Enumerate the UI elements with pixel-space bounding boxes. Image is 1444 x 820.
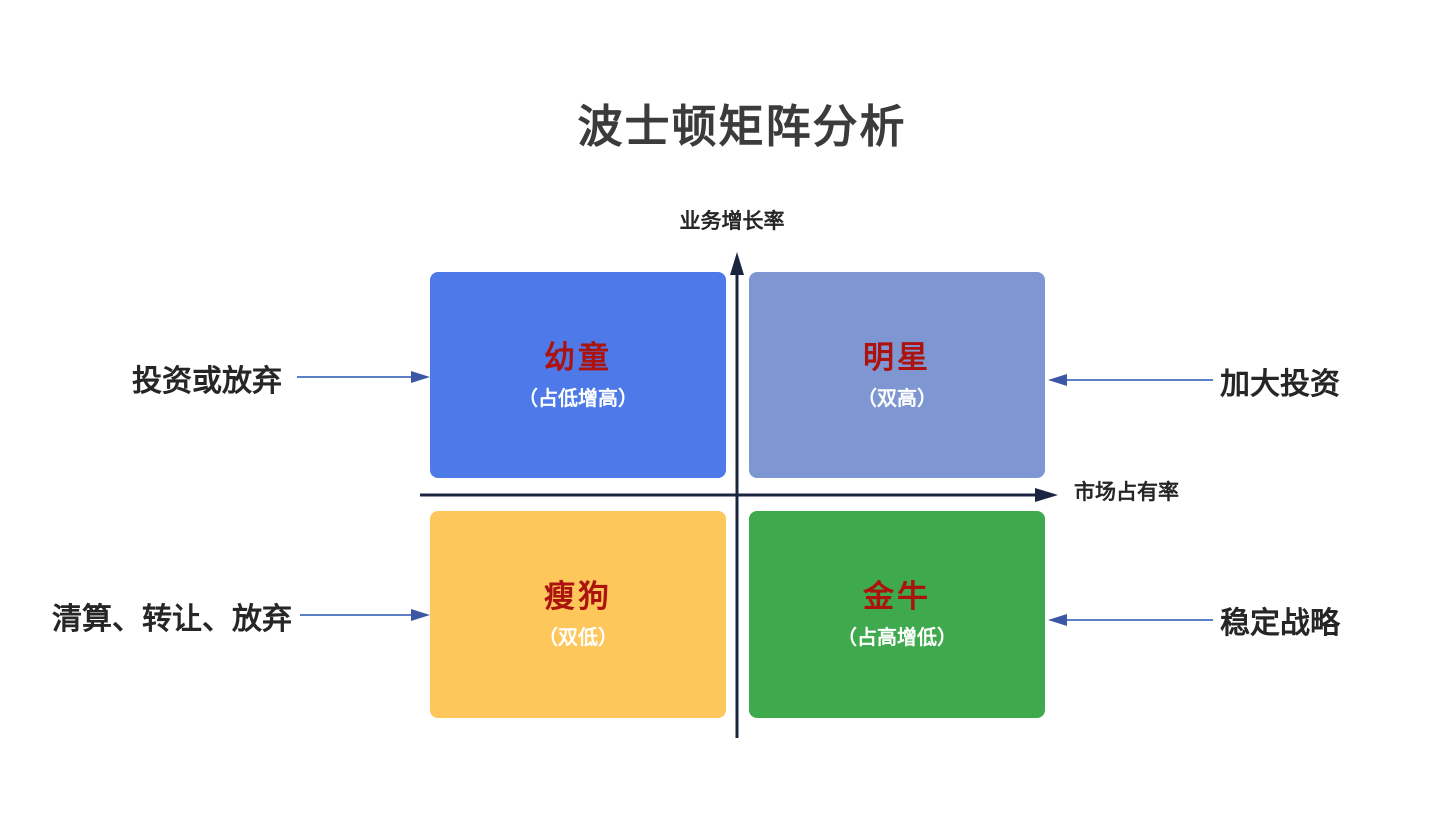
- quadrant-cash-cows-title: 金牛: [863, 579, 931, 614]
- quadrant-dogs-title: 瘦狗: [544, 579, 612, 614]
- quadrant-dogs-subtitle: （双低）: [538, 627, 618, 649]
- x-axis-label: 市场占有率: [1074, 480, 1179, 504]
- annotation-invest-or-abandon: 投资或放弃: [132, 365, 282, 398]
- quadrant-question-marks-title: 幼童: [544, 339, 612, 375]
- arrow-invest-or-abandon-head-icon: [411, 371, 430, 383]
- page-title: 波士顿矩阵分析: [577, 102, 907, 152]
- arrow-increase-investment-head-icon: [1048, 374, 1067, 386]
- quadrant-dogs: 瘦狗 （双低）: [430, 511, 726, 718]
- quadrant-cash-cows: 金牛 （占高增低）: [749, 511, 1045, 718]
- y-axis-label: 业务增长率: [679, 209, 785, 233]
- arrow-stable-strategy-head-icon: [1048, 614, 1067, 626]
- quadrant-stars-title: 明星: [863, 339, 931, 375]
- quadrant-question-marks-subtitle: （占低增高）: [518, 387, 638, 410]
- x-axis-arrowhead-icon: [1035, 488, 1058, 502]
- quadrant-stars: 明星 （双高）: [749, 272, 1045, 478]
- y-axis-arrowhead-icon: [730, 252, 744, 275]
- arrow-liquidate-transfer-abandon-head-icon: [411, 609, 430, 621]
- annotation-increase-investment: 加大投资: [1220, 368, 1340, 401]
- quadrant-stars-subtitle: （双高）: [857, 387, 937, 410]
- annotation-stable-strategy: 稳定战略: [1220, 607, 1340, 640]
- quadrant-question-marks: 幼童 （占低增高）: [430, 272, 726, 478]
- annotation-liquidate-transfer-abandon: 清算、转让、放弃: [52, 603, 292, 636]
- quadrant-cash-cows-subtitle: （占高增低）: [837, 627, 957, 649]
